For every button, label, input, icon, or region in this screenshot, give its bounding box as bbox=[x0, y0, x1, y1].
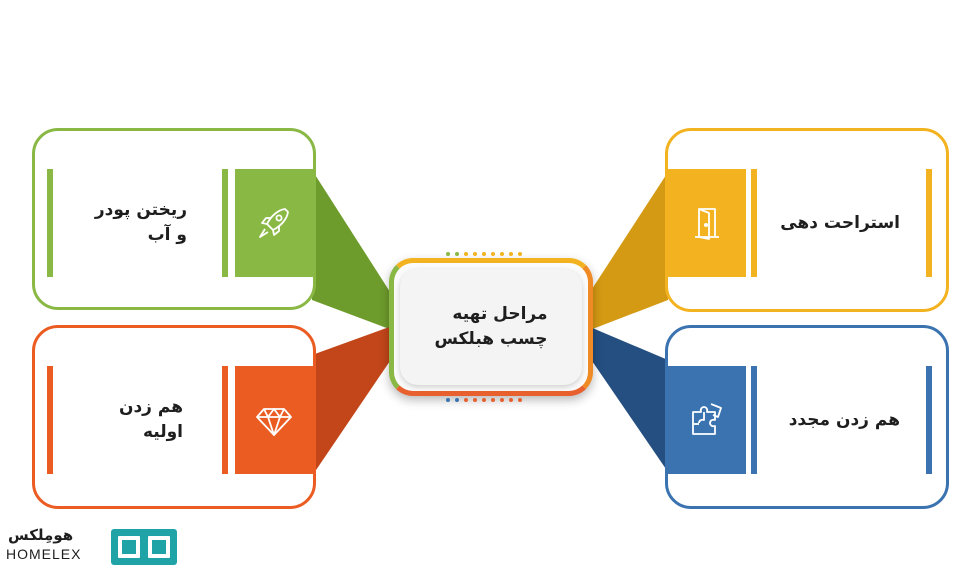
step-label: هم زدن اولیه bbox=[118, 397, 183, 442]
card-accent-bar bbox=[222, 366, 228, 474]
step-card-remix: هم زدن مجدد bbox=[665, 325, 949, 509]
step-icon-tile bbox=[668, 169, 746, 277]
wedge-blue bbox=[590, 327, 668, 472]
step-card-rest: استراحت دهی bbox=[665, 128, 949, 312]
logo-latin-text: HOMELEX bbox=[6, 546, 82, 562]
logo-mark-icon bbox=[111, 529, 177, 565]
card-accent-bar bbox=[222, 169, 228, 277]
step-label: هم زدن مجدد bbox=[788, 409, 900, 430]
card-accent-bar bbox=[751, 169, 757, 277]
wedge-yellow bbox=[590, 172, 668, 330]
step-label: استراحت دهی bbox=[780, 212, 900, 233]
hub-title: مراحل تهیه چسب هبلکس bbox=[434, 303, 548, 350]
rocket-icon bbox=[259, 208, 289, 238]
card-accent-bar bbox=[926, 366, 932, 474]
door-icon bbox=[695, 208, 719, 240]
step-card-powder-water: ریختن پودر و آب bbox=[32, 128, 316, 310]
card-accent-bar bbox=[47, 366, 53, 474]
card-accent-bar bbox=[47, 169, 53, 277]
step-label: ریختن پودر و آب bbox=[94, 200, 187, 245]
puzzle-icon bbox=[692, 403, 722, 435]
wedge-orange bbox=[312, 326, 392, 476]
step-icon-tile bbox=[235, 366, 313, 474]
step-icon-tile bbox=[235, 169, 313, 277]
card-accent-bar bbox=[751, 366, 757, 474]
step-icon-tile bbox=[668, 366, 746, 474]
center-hub: مراحل تهیه چسب هبلکس bbox=[389, 258, 593, 396]
card-accent-bar bbox=[926, 169, 932, 277]
hub-dots-bottom bbox=[446, 398, 522, 402]
hub-inner: مراحل تهیه چسب هبلکس bbox=[400, 269, 582, 385]
wedge-green bbox=[312, 170, 392, 330]
logo-persian-text: هومِلکس bbox=[8, 526, 74, 544]
homelex-logo: هومِلکس HOMELEX bbox=[4, 526, 184, 566]
step-card-initial-mix: هم زدن اولیه bbox=[32, 325, 316, 509]
diamond-icon bbox=[256, 408, 292, 436]
hub-dots-top bbox=[446, 252, 522, 256]
